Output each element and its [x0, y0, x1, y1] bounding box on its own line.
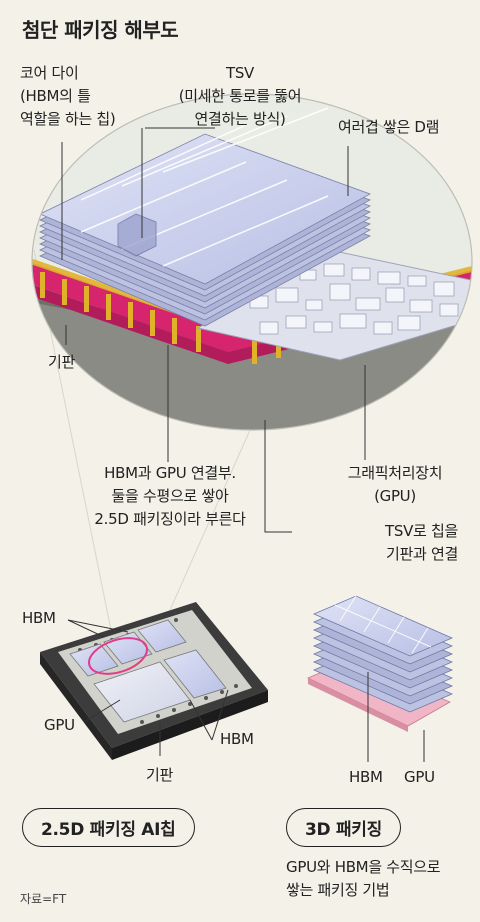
source-credit: 자료=FT: [20, 892, 67, 906]
label-tsv-connect-line2: 기판과 연결: [386, 545, 458, 563]
cross-section: [32, 107, 472, 430]
label-tsv-connect-line1: TSV로 칩을: [384, 522, 458, 540]
label-gpu-top-line1: 그래픽처리장치: [347, 464, 443, 482]
label-gpu-top: 그래픽처리장치 (GPU): [330, 462, 460, 508]
callout-lines: [61, 127, 366, 533]
label-tsv: TSV (미세한 통로를 뚫어 연결하는 방식): [150, 62, 330, 131]
hbm-gpu-highlight-ring: [88, 637, 148, 675]
label-gpu-right: GPU: [404, 768, 435, 786]
caption-3d-line1: GPU와 HBM을 수직으로: [286, 858, 441, 876]
label-hbm-gpu-link: HBM과 GPU 연결부. 둘을 수평으로 쌓아 2.5D 패키징이라 부른다: [70, 462, 270, 531]
package-2-5d: [40, 602, 268, 760]
label-tsv-line1: TSV: [225, 64, 255, 82]
page-title: 첨단 패키징 해부도: [22, 18, 179, 42]
label-core-die: 코어 다이 (HBM의 틀 역할을 하는 칩): [20, 62, 150, 131]
caption-3d-line2: 쌓는 패키징 기법: [286, 881, 390, 899]
label-gpu-top-line2: (GPU): [374, 487, 416, 505]
label-tsv-connect: TSV로 칩을 기판과 연결: [340, 520, 458, 566]
package-3d: [307, 595, 454, 732]
section-title-2-5d: 2.5D 패키징 AI칩: [22, 808, 195, 847]
label-hbm-left-top: HBM: [22, 609, 56, 627]
label-hbm-left-bottom: HBM: [220, 730, 254, 748]
label-hbm-gpu-link-line2: 둘을 수평으로 쌓아: [111, 487, 229, 505]
label-tsv-line3: 연결하는 방식): [194, 110, 286, 128]
label-hbm-gpu-link-line1: HBM과 GPU 연결부.: [104, 464, 236, 482]
label-hbm-gpu-link-line3: 2.5D 패키징이라 부른다: [94, 510, 246, 528]
label-gpu-left: GPU: [44, 716, 75, 734]
caption-3d: GPU와 HBM을 수직으로 쌓는 패키징 기법: [286, 856, 476, 902]
label-substrate-top: 기판: [48, 353, 76, 371]
label-core-die-line1: 코어 다이: [20, 64, 79, 82]
label-core-die-line3: 역할을 하는 칩): [20, 110, 116, 128]
label-stacked-dram: 여러겹 쌓은 D램: [338, 118, 440, 136]
label-tsv-line2: (미세한 통로를 뚫어: [178, 87, 302, 105]
label-hbm-right: HBM: [349, 768, 383, 786]
label-substrate-left: 기판: [146, 766, 174, 784]
section-title-3d: 3D 패키징: [286, 808, 401, 847]
tsv-highlight: [117, 213, 157, 257]
label-core-die-line2: (HBM의 틀: [20, 87, 91, 105]
